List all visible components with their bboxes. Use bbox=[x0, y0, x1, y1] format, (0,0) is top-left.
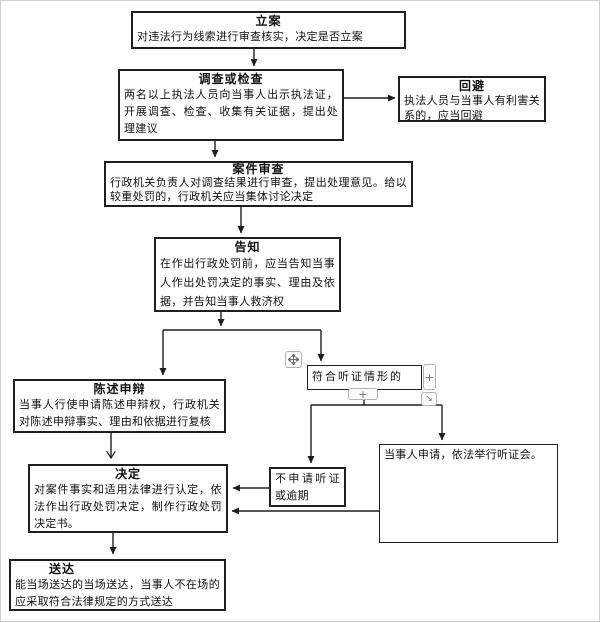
node-investigation-title: 调查或检查 bbox=[198, 72, 264, 86]
node-delivery-body: 能当场送达的当场送达，当事人不在场的应采取符合法律规定的方式送达 bbox=[15, 579, 220, 608]
node-decision-title: 决定 bbox=[114, 467, 141, 481]
node-statement-defense[interactable]: 陈述申辩 当事人行使申请陈述申辩权，行政机关对陈述申辩事实、理由和依据进行复核 bbox=[13, 379, 226, 433]
node-delivery[interactable]: 送达 能当场送达的当场送达，当事人不在场的应采取符合法律规定的方式送达 bbox=[9, 559, 226, 611]
node-hearing-condition-label: 符合听证情形的 bbox=[312, 371, 403, 383]
add-handle-right-label: + bbox=[424, 370, 435, 384]
node-hearing-condition[interactable]: 符合听证情形的 bbox=[307, 365, 422, 390]
node-notification[interactable]: 告知 在作出行政处罚前，应当告知当事人作出处罚决定的事实、理由及依据，并告知当事… bbox=[154, 237, 341, 312]
node-investigation[interactable]: 调查或检查 两名以上执法人员向当事人出示执法证，开展调查、检查、收集有关证据，提… bbox=[118, 69, 344, 141]
node-recusal-body: 执法人员与当事人有利害关系的，应当回避 bbox=[404, 95, 540, 122]
node-case-review-body: 行政机关负责人对调查结果进行审查，提出处理意见。给以较重处罚的，行政机关应当集体… bbox=[110, 177, 407, 203]
node-case-filing[interactable]: 立案 对违法行为线索进行审查核实，决定是否立案 bbox=[131, 11, 406, 49]
node-decision[interactable]: 决定 对案件事实和适用法律进行认定，依法作出行政处罚决定，制作行政处罚决定书。 bbox=[28, 464, 228, 533]
move-handle-icon[interactable] bbox=[285, 351, 302, 368]
add-handle-bottom[interactable]: + bbox=[348, 388, 378, 400]
node-no-hearing-request[interactable]: 不申请听证或逾期 bbox=[269, 467, 346, 507]
add-handle-bottom-label: + bbox=[358, 387, 368, 401]
node-investigation-body: 两名以上执法人员向当事人出示执法证，开展调查、检查、收集有关证据，提出处理建议 bbox=[124, 89, 338, 135]
node-decision-body: 对案件事实和适用法律进行认定，依法作出行政处罚决定，制作行政处罚决定书。 bbox=[34, 484, 222, 530]
resize-handle-glyph: ↘ bbox=[425, 394, 433, 404]
node-case-filing-title: 立案 bbox=[255, 14, 282, 28]
node-case-review-title: 案件审查 bbox=[232, 162, 285, 176]
node-notification-body: 在作出行政处罚前，应当告知当事人作出处罚决定的事实、理由及依据，并告知当事人救济… bbox=[160, 258, 335, 308]
node-statement-defense-body: 当事人行使申请陈述申辩权，行政机关对陈述申辩事实、理由和依据进行复核 bbox=[19, 399, 220, 428]
node-recusal-title: 回避 bbox=[458, 79, 485, 93]
resize-handle-icon[interactable]: ↘ bbox=[421, 392, 437, 406]
node-case-review[interactable]: 案件审查 行政机关负责人对调查结果进行审查，提出处理意见。给以较重处罚的，行政机… bbox=[104, 161, 413, 207]
move-cross-glyph bbox=[288, 354, 299, 365]
node-statement-defense-title: 陈述申辩 bbox=[93, 382, 146, 396]
add-handle-right[interactable]: + bbox=[423, 364, 436, 390]
node-no-hearing-request-label: 不申请听证或逾期 bbox=[275, 473, 340, 502]
node-delivery-title: 送达 bbox=[49, 562, 76, 576]
node-notification-title: 告知 bbox=[234, 240, 261, 254]
node-case-filing-body: 对违法行为线索进行审查核实，决定是否立案 bbox=[137, 31, 363, 43]
node-hearing-held-label: 当事人申请，依法举行听证会。 bbox=[384, 449, 543, 461]
node-recusal[interactable]: 回避 执法人员与当事人有利害关系的，应当回避 bbox=[398, 76, 546, 122]
node-hearing-held[interactable]: 当事人申请，依法举行听证会。 bbox=[379, 444, 558, 543]
